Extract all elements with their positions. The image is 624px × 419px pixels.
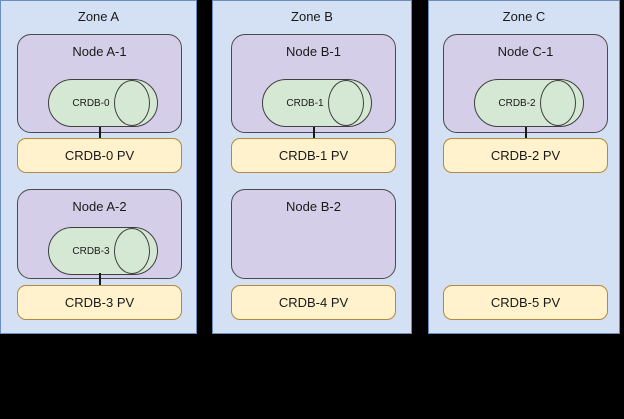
zone-a-crdb-0-cylinder: CRDB-0 [48, 79, 158, 127]
zone-b: Zone B Node B-1 CRDB-1 CRDB-1 PV Node B-… [212, 0, 412, 334]
zone-c-title: Zone C [502, 9, 546, 24]
cylinder-end-cap [328, 80, 364, 126]
zone-a-title: Zone A [77, 9, 120, 24]
zone-b-node-b-1: Node B-1 CRDB-1 [231, 34, 396, 133]
zone-a-pv-crdb-0: CRDB-0 PV [17, 138, 182, 173]
zone-b-title: Zone B [291, 9, 333, 24]
zone-c-pv-crdb-2: CRDB-2 PV [443, 138, 608, 173]
zone-b-crdb-1-label: CRDB-1 [286, 97, 324, 109]
zone-b-node-b-2-title: Node B-2 [286, 199, 341, 214]
zone-c: Zone C Node C-1 CRDB-2 CRDB-2 PV CRDB-5 … [428, 0, 620, 334]
zone-a: Zone A Node A-1 CRDB-0 CRDB-0 PV Node A-… [0, 0, 197, 334]
zone-b-connector-crdb-1 [313, 127, 315, 141]
zone-a-node-a-2: Node A-2 CRDB-3 [17, 189, 182, 279]
zone-a-pv-crdb-3: CRDB-3 PV [17, 285, 182, 320]
cylinder-end-cap [540, 80, 576, 126]
cylinder-end-cap [114, 80, 150, 126]
zone-a-node-a-2-title: Node A-2 [72, 199, 127, 214]
cylinder-end-cap [114, 228, 150, 274]
zone-b-crdb-1-cylinder: CRDB-1 [262, 79, 372, 127]
zone-a-node-a-1: Node A-1 CRDB-0 [17, 34, 182, 133]
zone-c-node-c-1: Node C-1 CRDB-2 [443, 34, 608, 133]
zone-c-crdb-2-label: CRDB-2 [498, 97, 536, 109]
zone-a-crdb-0-label: CRDB-0 [72, 97, 110, 109]
zone-c-crdb-2-cylinder: CRDB-2 [474, 79, 584, 127]
zone-b-pv-crdb-4: CRDB-4 PV [231, 285, 396, 320]
zone-a-crdb-3-cylinder: CRDB-3 [48, 227, 158, 275]
zone-a-crdb-3-label: CRDB-3 [72, 245, 110, 257]
zone-a-connector-crdb-0 [99, 127, 101, 141]
zone-a-node-a-1-title: Node A-1 [72, 44, 127, 59]
zone-b-node-b-1-title: Node B-1 [286, 44, 341, 59]
zone-c-pv-crdb-5: CRDB-5 PV [443, 285, 608, 320]
zone-b-node-b-2: Node B-2 [231, 189, 396, 279]
zone-c-connector-crdb-2 [525, 127, 527, 141]
zone-a-connector-crdb-3 [99, 273, 101, 287]
zone-b-pv-crdb-1: CRDB-1 PV [231, 138, 396, 173]
zone-c-node-c-1-title: Node C-1 [497, 44, 554, 59]
